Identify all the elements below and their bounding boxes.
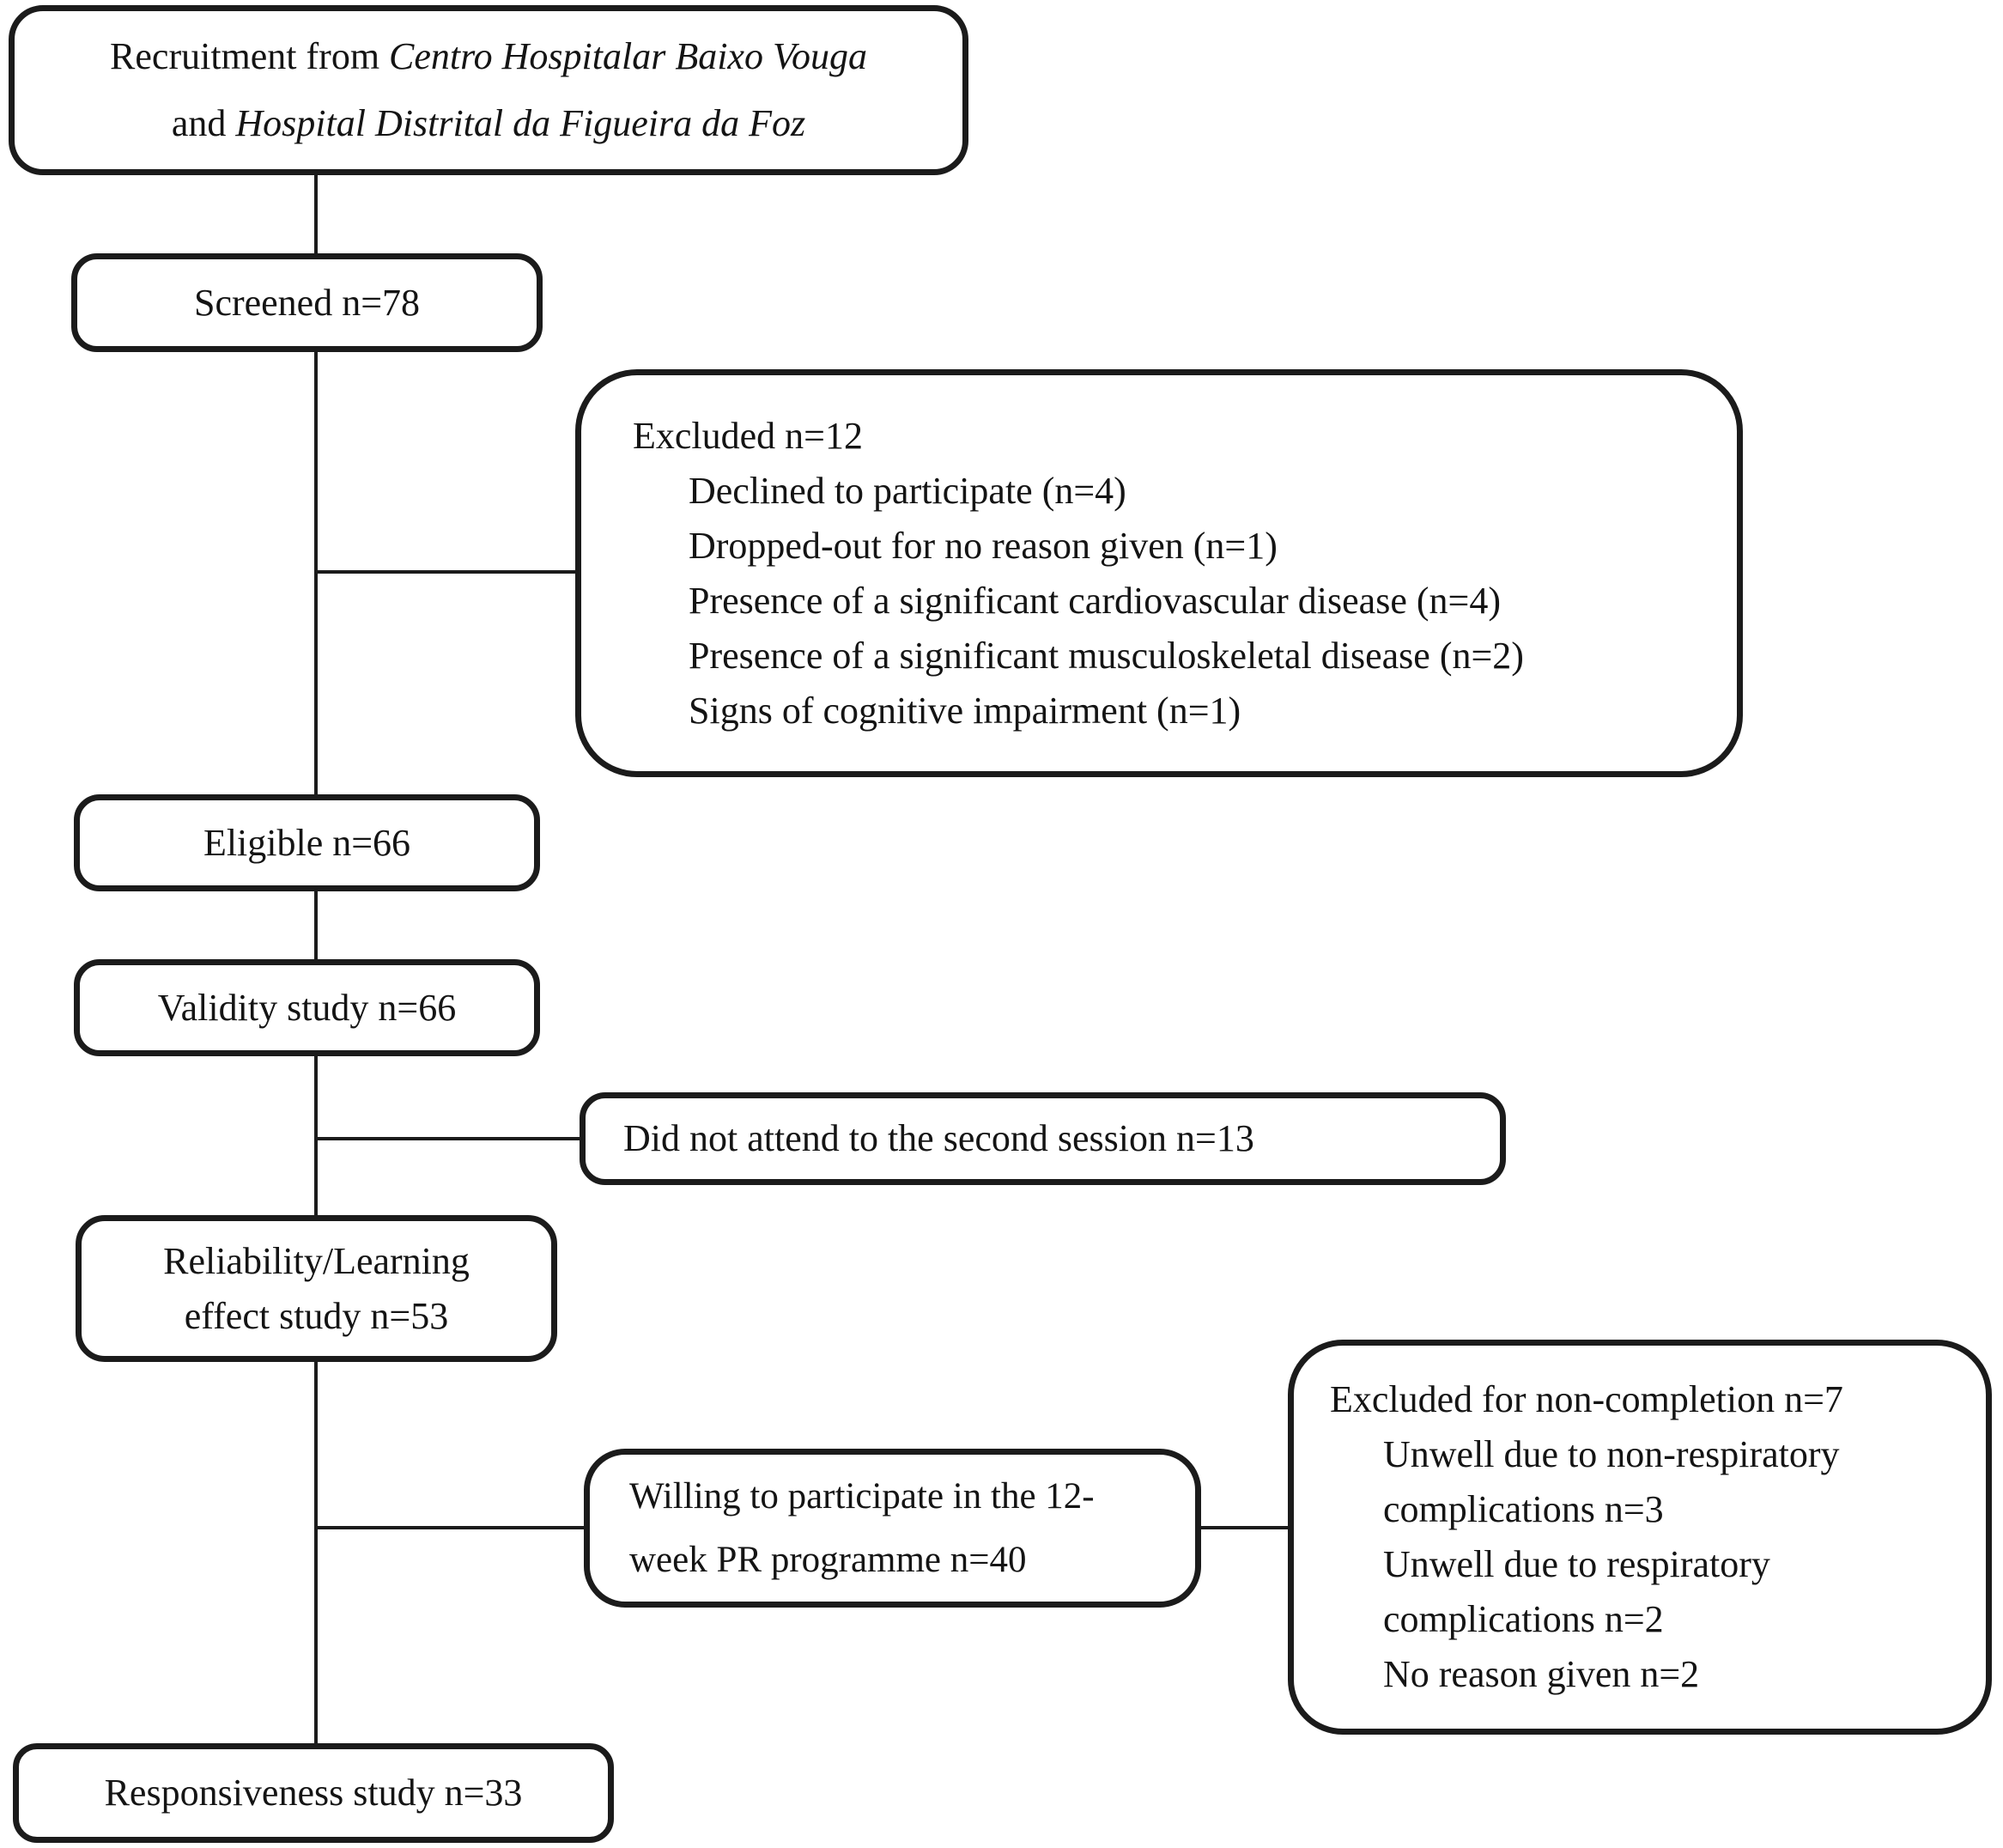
- excluded-screening-item: Presence of a significant cardiovascular…: [689, 579, 1501, 622]
- excluded-screening-item: Presence of a significant musculoskeleta…: [689, 634, 1524, 677]
- box-did-not-attend: Did not attend to the second session n=1…: [580, 1092, 1506, 1185]
- excluded-screening-item: Dropped-out for no reason given (n=1): [689, 524, 1278, 567]
- connector-branch-excluded: [316, 570, 577, 574]
- box-willing-to-participate: Willing to participate in the 12- week P…: [584, 1449, 1201, 1608]
- connector-willing-excluded: [1199, 1526, 1291, 1529]
- willing-line2: week PR programme n=40: [629, 1539, 1027, 1580]
- excluded-screening-header: Excluded n=12: [633, 414, 863, 457]
- screened-label: Screened n=78: [193, 281, 421, 324]
- box-excluded-screening: Excluded n=12 Declined to participate (n…: [575, 369, 1743, 777]
- recruitment-line1-prefix: Recruitment from: [110, 35, 390, 77]
- did-not-attend-label: Did not attend to the second session n=1…: [623, 1117, 1254, 1160]
- box-responsiveness-study: Responsiveness study n=33: [13, 1743, 614, 1843]
- recruitment-line2: and Hospital Distrital da Figueira da Fo…: [172, 102, 805, 144]
- excluded-screening-item: Declined to participate (n=4): [689, 469, 1126, 512]
- reliability-label: Reliability/Learning effect study n=53: [163, 1234, 470, 1344]
- connector-branch-did-not-attend: [316, 1137, 582, 1140]
- recruitment-line2-prefix: and: [171, 102, 236, 144]
- box-recruitment: Recruitment from Centro Hospitalar Baixo…: [9, 5, 968, 175]
- connector-reliability-responsiveness: [314, 1359, 318, 1747]
- recruitment-label: Recruitment from Centro Hospitalar Baixo…: [110, 23, 867, 157]
- responsiveness-label: Responsiveness study n=33: [104, 1772, 523, 1815]
- connector-eligible-validity: [314, 888, 318, 963]
- excluded-noncompletion-item: Unwell due to non-respiratory complicati…: [1383, 1433, 1840, 1530]
- box-eligible: Eligible n=66: [74, 794, 540, 891]
- box-screened: Screened n=78: [71, 253, 543, 352]
- recruitment-line1-hospital: Centro Hospitalar Baixo Vouga: [389, 35, 867, 77]
- validity-label: Validity study n=66: [157, 986, 457, 1029]
- connector-recruitment-screened: [314, 172, 318, 257]
- connector-branch-willing: [316, 1526, 586, 1529]
- reliability-line1: Reliability/Learning: [163, 1239, 470, 1282]
- eligible-label: Eligible n=66: [203, 821, 411, 864]
- excluded-noncompletion-item: Unwell due to respiratory complications …: [1383, 1543, 1770, 1640]
- excluded-noncompletion-item: No reason given n=2: [1383, 1653, 1700, 1695]
- excluded-noncompletion-header: Excluded for non-completion n=7: [1330, 1378, 1843, 1420]
- reliability-line2: effect study n=53: [184, 1294, 449, 1337]
- box-reliability-learning: Reliability/Learning effect study n=53: [76, 1215, 557, 1362]
- willing-line1: Willing to participate in the 12-: [629, 1475, 1095, 1517]
- box-excluded-noncompletion: Excluded for non-completion n=7 Unwell d…: [1288, 1340, 1992, 1735]
- recruitment-line2-hospital: Hospital Distrital da Figueira da Foz: [235, 102, 806, 144]
- box-validity-study: Validity study n=66: [74, 959, 540, 1056]
- connector-validity-reliability: [314, 1053, 318, 1219]
- recruitment-line1: Recruitment from Centro Hospitalar Baixo…: [110, 35, 867, 77]
- excluded-screening-item: Signs of cognitive impairment (n=1): [689, 689, 1241, 732]
